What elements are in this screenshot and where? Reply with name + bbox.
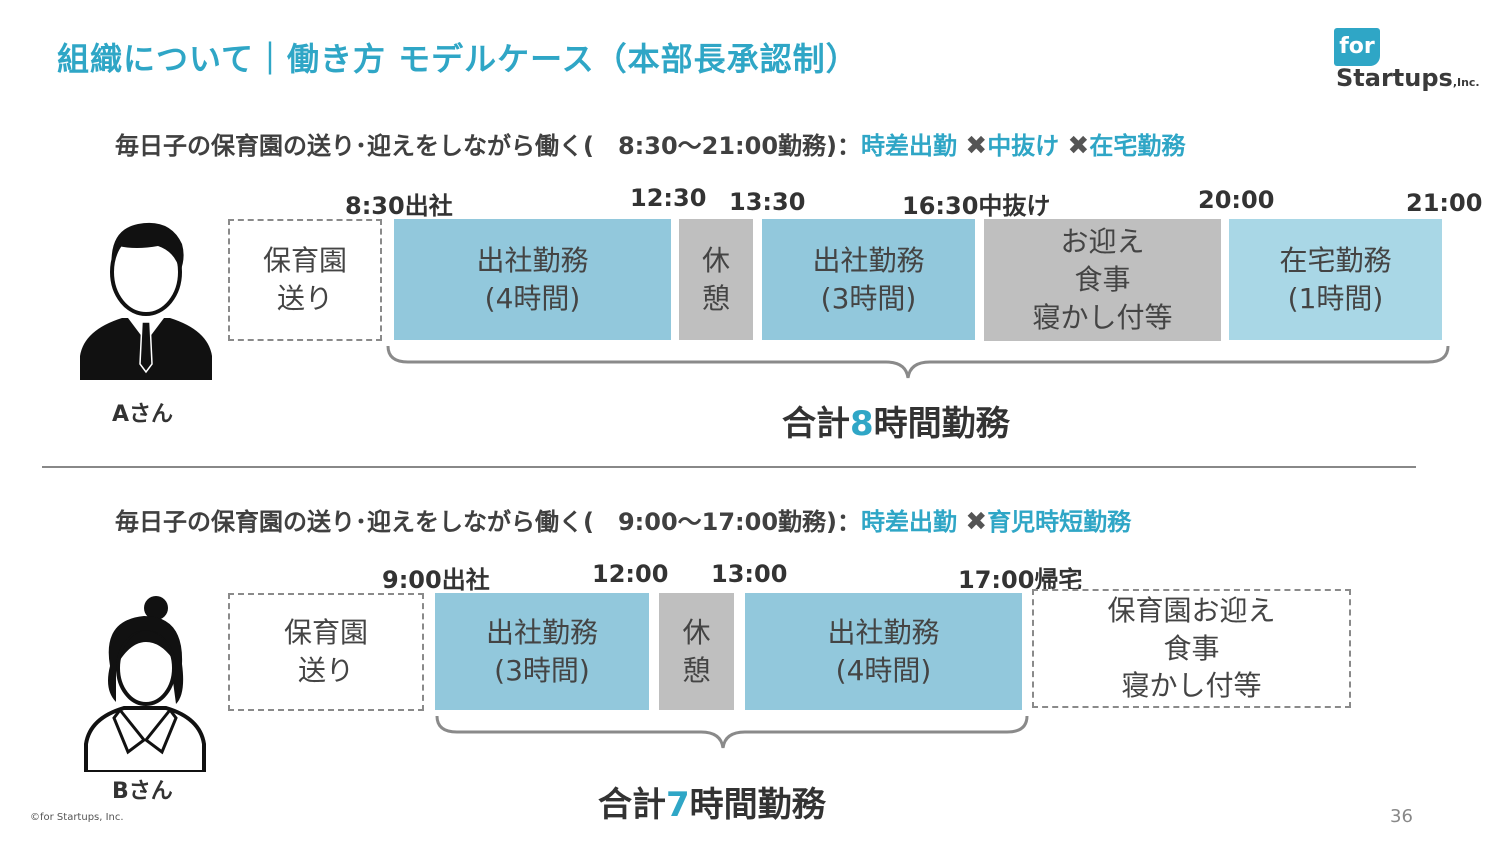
timeline-block-office-work: 出社勤務 (4時間) [394, 219, 671, 340]
time-label: 9:00出社 [382, 566, 490, 594]
case-a-tag-2: 中抜け [987, 132, 1060, 160]
logo-word: Startups,Inc. [1336, 64, 1480, 92]
time-label: 20:00 [1198, 186, 1275, 214]
timeline-block-remote-work: 在宅勤務 (1時間) [1229, 219, 1442, 340]
timeline-block-nursery-dropoff: 保育園 送り [228, 593, 424, 711]
total-hours-b: 合計7時間勤務 [598, 785, 826, 825]
case-a-heading: 毎日子の保育園の送り･迎えをしながら働く( 8:30〜21:00勤務)：時差出勤… [115, 126, 1185, 161]
time-label: 13:30 [729, 188, 806, 216]
case-b-tag-2: 育児時短勤務 [987, 508, 1132, 536]
time-label: 8:30出社 [345, 192, 453, 220]
total-hours-a: 合計8時間勤務 [782, 404, 1010, 444]
timeline-block-office-work: 出社勤務 (3時間) [762, 219, 975, 340]
section-divider [42, 466, 1416, 468]
copyright: ©for Startups, Inc. [30, 812, 124, 823]
page-title: 組織について｜働き方 モデルケース（本部長承認制） [57, 40, 859, 78]
person-male-icon [80, 222, 212, 380]
cross-icon: ✖ [1067, 131, 1090, 161]
time-label: 21:00 [1406, 189, 1483, 217]
timeline-block-pickup: 保育園お迎え 食事 寝かし付等 [1032, 589, 1351, 708]
time-label: 12:00 [592, 560, 669, 588]
person-female-icon [84, 596, 206, 772]
total-brace [386, 345, 1450, 379]
total-brace [435, 715, 1029, 749]
timeline-block-office-work: 出社勤務 (4時間) [745, 593, 1022, 710]
timeline-block-office-work: 出社勤務 (3時間) [435, 593, 649, 710]
time-label: 13:00 [711, 560, 788, 588]
case-b-heading: 毎日子の保育園の送り･迎えをしながら働く( 9:00〜17:00勤務)：時差出勤… [115, 502, 1131, 537]
cross-icon: ✖ [965, 131, 988, 161]
page-number: 36 [1390, 806, 1413, 827]
person-a-name: Aさん [112, 402, 174, 427]
case-a-tag-3: 在宅勤務 [1089, 132, 1186, 160]
case-a-prefix: 毎日子の保育園の送り･迎えをしながら働く( 8:30〜21:00勤務)： [115, 132, 862, 160]
timeline-block-pickup: お迎え 食事 寝かし付等 [984, 219, 1221, 341]
time-label: 12:30 [630, 184, 707, 212]
person-b-name: Bさん [112, 779, 173, 804]
case-b-prefix: 毎日子の保育園の送り･迎えをしながら働く( 9:00〜17:00勤務)： [115, 508, 862, 536]
timeline-block-break: 休 憩 [659, 593, 734, 710]
logo-box: for [1334, 28, 1380, 66]
timeline-block-nursery-dropoff: 保育園 送り [228, 219, 382, 341]
case-b-tag-1: 時差出勤 [861, 508, 958, 536]
company-logo: for Startups,Inc. [1334, 28, 1480, 100]
case-a-tag-1: 時差出勤 [861, 132, 958, 160]
time-label: 16:30中抜け [902, 192, 1051, 220]
timeline-block-break: 休 憩 [679, 219, 753, 340]
cross-icon: ✖ [965, 507, 988, 537]
